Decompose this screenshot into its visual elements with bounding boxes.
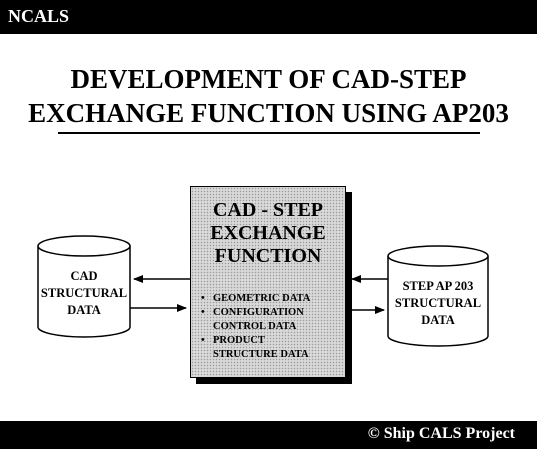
title-line-1: DEVELOPMENT OF CAD-STEP [70,64,467,94]
title-underline [58,132,480,134]
header-label: NCALS [8,6,70,26]
bullet-line: STRUCTURE DATA [213,349,309,360]
footer-credit: © Ship CALS Project [367,425,515,442]
left-cylinder-line: CAD [70,269,98,283]
right-cylinder-line: STRUCTURAL [394,296,482,310]
box-title-line: CAD - STEP [212,199,323,221]
bullet-item: PRODUCT STRUCTURE DATA [201,334,341,362]
bullet-line: CONFIGURATION [213,307,304,318]
title-line-2: EXCHANGE FUNCTION USING AP203 [28,98,509,128]
bullet-line: PRODUCT [213,335,265,346]
box-title-line: EXCHANGE [210,222,326,244]
function-bullets: GEOMETRIC DATA CONFIGURATION CONTROL DAT… [201,292,341,362]
bullet-item: GEOMETRIC DATA [201,292,341,306]
box-title-line: FUNCTION [214,245,322,267]
footer-bar: © Ship CALS Project [0,421,537,449]
right-cylinder-line: DATA [421,313,455,327]
header-bar: NCALS [0,0,537,34]
left-cylinder-label: CAD STRUCTURAL DATA [38,268,130,319]
bullet-line: GEOMETRIC DATA [213,293,311,304]
slide-title: DEVELOPMENT OF CAD-STEP EXCHANGE FUNCTIO… [0,62,537,130]
right-cylinder-line: STEP AP 203 [402,279,474,293]
exchange-function-title: CAD - STEP EXCHANGE FUNCTION [191,199,345,268]
left-cylinder-line: DATA [67,303,101,317]
bullet-line: CONTROL DATA [213,321,297,332]
right-cylinder-label: STEP AP 203 STRUCTURAL DATA [388,278,488,329]
right-cylinder [387,245,489,347]
left-cylinder-line: STRUCTURAL [40,286,128,300]
exchange-function-box: CAD - STEP EXCHANGE FUNCTION GEOMETRIC D… [190,186,346,378]
bullet-item: CONFIGURATION CONTROL DATA [201,306,341,334]
left-cylinder [37,235,131,338]
